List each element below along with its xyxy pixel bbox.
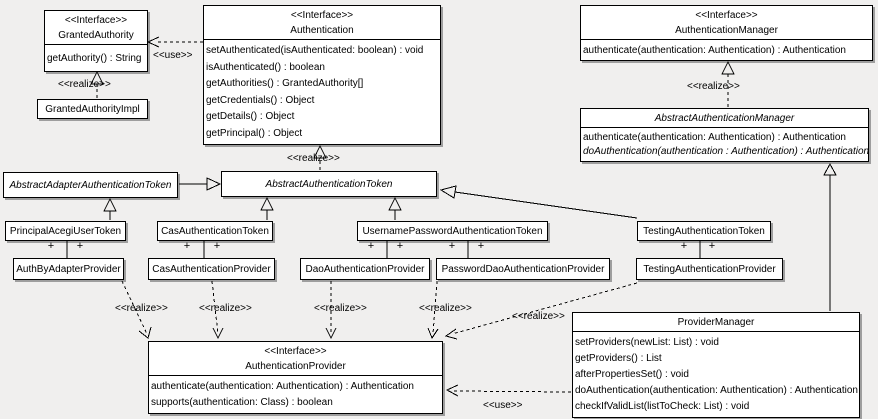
method: afterPropertiesSet() : void: [575, 369, 689, 380]
use-label: <<use>>: [483, 400, 523, 411]
method: setProviders(newList: List) : void: [575, 337, 719, 348]
class-name: AbstractAuthenticationManager: [654, 113, 795, 124]
generalization-edge-abstract-adapter-token-to-abstract-token: [179, 177, 222, 191]
class-name: PasswordDaoAuthenticationProvider: [441, 263, 605, 275]
method: getPrincipal() : Object: [206, 127, 303, 139]
class-cas-authentication-token[interactable]: CasAuthenticationToken: [157, 221, 273, 241]
association-plus-label: +: [183, 240, 191, 252]
stereotype: <<Interface>>: [264, 346, 327, 357]
class-abstract-adapter-authentication-token[interactable]: AbstractAdapterAuthenticationToken: [3, 172, 178, 198]
class-name: AuthenticationProvider: [245, 361, 346, 372]
method: authenticate(authentication: Authenticat…: [583, 44, 846, 56]
stereotype: <<Interface>>: [64, 15, 128, 26]
class-name: CasAuthenticationProvider: [152, 263, 271, 275]
class-name: AbstractAuthenticationToken: [265, 178, 393, 190]
class-name: Authentication: [290, 25, 354, 36]
generalization-edge-username-password-token-to-abstract-token: [388, 196, 402, 220]
association-plus-label: +: [47, 240, 55, 252]
use-edge-provider-manager-to-authentication-provider: [445, 384, 572, 397]
realize-label: <<realize>>: [199, 303, 252, 314]
realize-label: <<realize>>: [314, 303, 367, 314]
class-provider-manager[interactable]: ProviderManager setProviders(newList: Li…: [572, 312, 860, 418]
method: getProviders() : List: [575, 353, 662, 364]
class-name: AbstractAdapterAuthenticationToken: [9, 179, 172, 191]
class-username-password-authentication-token[interactable]: UsernamePasswordAuthenticationToken: [357, 221, 548, 241]
class-name: ProviderManager: [677, 317, 755, 328]
class-granted-authority-impl[interactable]: GrantedAuthorityImpl: [37, 99, 148, 119]
class-name: AuthByAdapterProvider: [16, 263, 121, 275]
class-name: AuthenticationManager: [675, 25, 778, 36]
generalization-edge-provider-manager-to-abstract-authentication-manager: [823, 162, 837, 311]
class-granted-authority[interactable]: <<Interface>> GrantedAuthority getAuthor…: [44, 10, 148, 72]
association-plus-label: +: [477, 240, 485, 252]
stereotype: <<Interface>>: [695, 10, 758, 21]
association-plus-label: +: [680, 240, 688, 252]
method: authenticate(authentication: Authenticat…: [583, 131, 846, 143]
class-name: GrantedAuthorityImpl: [45, 103, 140, 115]
method: setAuthenticated(isAuthenticated: boolea…: [206, 45, 424, 57]
class-name: DaoAuthenticationProvider: [305, 263, 425, 275]
association-plus-label: +: [448, 240, 456, 252]
method: getAuthorities() : GrantedAuthority[]: [206, 78, 364, 90]
class-cas-authentication-provider[interactable]: CasAuthenticationProvider: [148, 258, 275, 280]
class-authentication-manager[interactable]: <<Interface>> AuthenticationManager auth…: [580, 5, 873, 61]
method: doAuthentication(authentication : Authen…: [583, 146, 868, 158]
generalization-edge-principal-acegi-user-token-to-abstract-adapter-token: [103, 197, 117, 220]
use-label: <<use>>: [153, 50, 193, 61]
association-plus-label: +: [396, 240, 404, 252]
method: supports(authentication: Class) : boolea…: [151, 397, 333, 408]
class-abstract-authentication-token[interactable]: AbstractAuthenticationToken: [221, 171, 437, 197]
association-plus-label: +: [708, 240, 716, 252]
class-password-dao-authentication-provider[interactable]: PasswordDaoAuthenticationProvider: [436, 258, 610, 280]
class-authentication[interactable]: <<Interface>> Authentication setAuthenti…: [203, 5, 441, 145]
method: getCredentials() : Object: [206, 94, 315, 106]
stereotype: <<Interface>>: [290, 10, 354, 21]
association-plus-label: +: [213, 240, 221, 252]
association-plus-label: +: [76, 240, 84, 252]
use-edge-authentication-to-granted-authority: [146, 36, 203, 48]
class-name: PrincipalAcegiUserToken: [9, 225, 122, 237]
method: getAuthority() : String: [47, 52, 142, 64]
association-plus-label: +: [367, 240, 375, 252]
generalization-edge-cas-token-to-abstract-token: [260, 196, 274, 220]
class-name: TestingAuthenticationProvider: [643, 263, 776, 275]
class-name: CasAuthenticationToken: [161, 225, 269, 237]
method: authenticate(authentication: Authenticat…: [151, 381, 414, 392]
generalization-edge-testing-token-to-abstract-token: [439, 185, 638, 219]
class-name: UsernamePasswordAuthenticationToken: [362, 225, 543, 237]
class-principal-acegi-user-token[interactable]: PrincipalAcegiUserToken: [5, 221, 126, 241]
realize-label: <<realize>>: [115, 303, 168, 314]
class-testing-authentication-provider[interactable]: TestingAuthenticationProvider: [636, 258, 783, 280]
realize-label: <<realize>>: [687, 81, 740, 92]
realize-label: <<realize>>: [287, 153, 340, 164]
class-testing-authentication-token[interactable]: TestingAuthenticationToken: [637, 221, 771, 241]
class-authentication-provider[interactable]: <<Interface>> AuthenticationProvider aut…: [148, 341, 443, 414]
class-name: TestingAuthenticationToken: [643, 225, 765, 237]
class-abstract-authentication-manager[interactable]: AbstractAuthenticationManager authentica…: [580, 108, 869, 162]
realize-label: <<realize>>: [512, 311, 565, 322]
class-name: GrantedAuthority: [58, 30, 134, 41]
method: getDetails() : Object: [206, 111, 295, 123]
class-dao-authentication-provider[interactable]: DaoAuthenticationProvider: [300, 258, 430, 280]
method: isAuthenticated() : boolean: [206, 61, 325, 73]
class-auth-by-adapter-provider[interactable]: AuthByAdapterProvider: [13, 258, 124, 280]
method: checkIfValidList(listToCheck: List) : vo…: [575, 401, 750, 412]
realize-label: <<realize>>: [419, 303, 472, 314]
realize-label: <<realize>>: [58, 79, 111, 90]
method: doAuthentication(authentication: Authent…: [575, 385, 858, 396]
